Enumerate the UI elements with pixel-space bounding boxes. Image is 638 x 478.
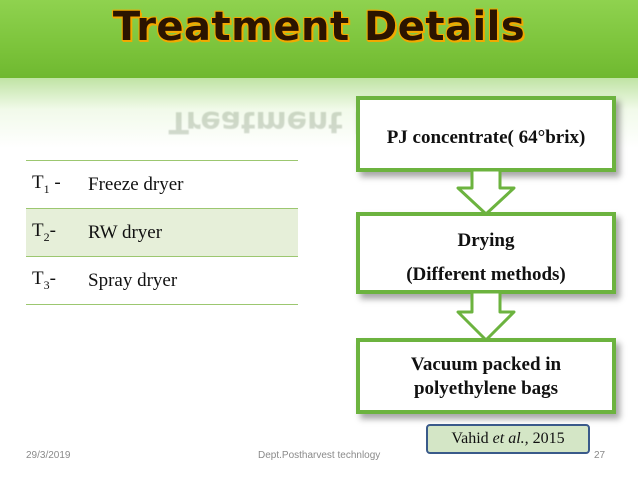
treatment-row-1: T1 - Freeze dryer (26, 160, 298, 208)
footer-date: 29/3/2019 (26, 450, 71, 461)
treatment-name: Spray dryer (88, 269, 178, 291)
down-arrow-icon (456, 292, 516, 342)
treatment-table: T1 - Freeze dryer T2- RW dryer T3- Spray… (26, 160, 298, 305)
footer-department: Dept.Postharvest technlogy (258, 450, 381, 461)
treatment-row-3: T3- Spray dryer (26, 256, 298, 305)
flow-step-packing: Vacuum packed in polyethylene bags (356, 338, 616, 414)
treatment-name: RW dryer (88, 221, 163, 243)
flow-step-concentrate: PJ concentrate( 64°brix) (356, 96, 616, 172)
treatment-code: T2- (32, 220, 56, 244)
slide-title: Treatment Details (112, 4, 526, 50)
flow-step-label: PJ concentrate( 64°brix) (386, 127, 586, 148)
treatment-code: T3- (32, 268, 56, 292)
treatment-row-2: T2- RW dryer (26, 208, 298, 256)
flow-step-label: polyethylene bags (413, 378, 559, 399)
flow-step-label: Vacuum packed in (410, 354, 562, 375)
title-banner (0, 0, 638, 78)
flow-step-sublabel: (Different methods) (406, 264, 566, 285)
treatment-code: T1 - (32, 172, 61, 196)
citation-badge: Vahid et al., 2015 (426, 424, 590, 454)
flow-step-drying: Drying (Different methods) (356, 212, 616, 294)
slide-number: 27 (594, 450, 606, 461)
flow-step-label: Drying (457, 230, 515, 251)
treatment-name: Freeze dryer (88, 173, 184, 195)
down-arrow-icon (456, 170, 516, 216)
